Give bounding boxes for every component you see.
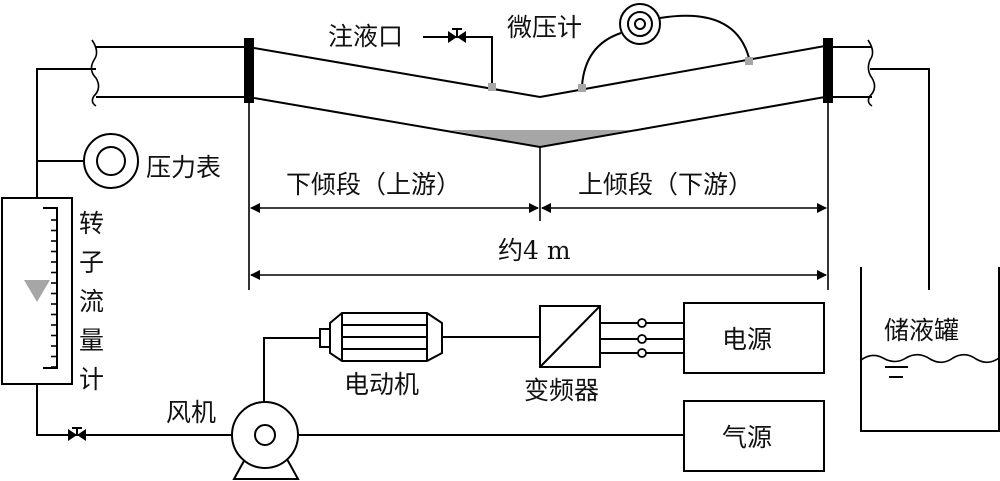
inverter-icon <box>539 305 601 368</box>
flange-left <box>244 38 254 103</box>
outlet-pipe <box>833 39 930 290</box>
fan-icon <box>231 401 300 480</box>
liquid-tank-label: 储液罐 <box>884 316 959 345</box>
injection-line <box>423 36 493 86</box>
motor-label: 电动机 <box>344 370 419 399</box>
water-level-icon <box>885 366 908 378</box>
pressure-tap-2 <box>745 57 753 65</box>
liquid-tank <box>860 267 1000 432</box>
svg-text:子: 子 <box>79 248 104 277</box>
pressure-gauge-label: 压力表 <box>146 153 221 182</box>
injection-port-label: 注液口 <box>328 22 403 51</box>
power-supply-box <box>683 302 825 374</box>
pipe-break-left <box>90 39 100 107</box>
three-phase-lines <box>600 318 684 358</box>
micro-manometer-icon <box>619 3 661 45</box>
pressure-gauge-icon <box>83 133 139 189</box>
rotameter-label: 转 子 流 量 计 <box>79 209 104 394</box>
v-test-section <box>253 45 826 148</box>
inverter-label: 变频器 <box>524 376 599 405</box>
motor-icon <box>319 312 443 362</box>
injection-valve-icon <box>448 28 466 43</box>
flange-right <box>823 38 833 103</box>
rotameter-float <box>24 280 50 302</box>
fan-motor-shaft <box>263 337 320 402</box>
rotameter <box>1 197 73 385</box>
fan-outlet-line <box>36 384 233 436</box>
power-supply-label: 电源 <box>722 325 772 354</box>
air-source-label: 气源 <box>722 423 772 452</box>
dimension-extensions <box>248 103 829 290</box>
flow-valve-icon <box>68 427 86 441</box>
svg-text:计: 计 <box>79 365 104 394</box>
air-source-box <box>683 400 825 472</box>
micro-manometer-label: 微压计 <box>507 13 582 42</box>
pressure-tap-1 <box>578 84 586 92</box>
upward-section-label: 上倾段（下游） <box>578 170 753 199</box>
fan-label: 风机 <box>166 398 216 427</box>
supply-line <box>36 68 96 198</box>
accumulated-liquid <box>450 130 630 147</box>
total-length-label: 约4 m <box>498 236 571 265</box>
svg-text:流: 流 <box>79 287 104 316</box>
manometer-tube-left <box>581 32 622 87</box>
downward-section-label: 下倾段（上游） <box>286 170 461 199</box>
injection-tap <box>488 83 496 91</box>
svg-text:量: 量 <box>79 326 104 355</box>
manometer-tube-right <box>659 14 750 59</box>
inlet-pipe <box>90 39 248 107</box>
svg-text:转: 转 <box>79 209 104 238</box>
pipe-break-right <box>867 39 876 107</box>
liquid-surface <box>860 353 1000 364</box>
